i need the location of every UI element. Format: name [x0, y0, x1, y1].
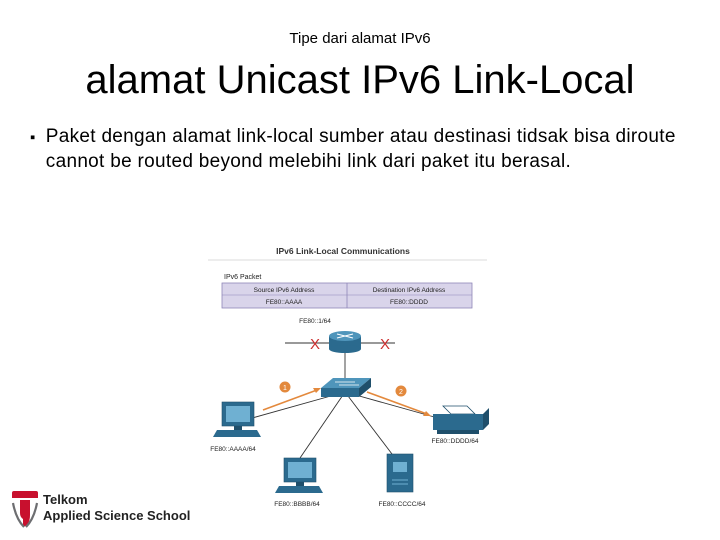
- source-address-value: FE80::AAAA: [266, 299, 303, 306]
- logo-school-name: Applied Science School: [43, 508, 191, 523]
- step-1-path: [262, 389, 318, 411]
- step-2-path: [366, 391, 428, 415]
- bullet-square-icon: ▪: [30, 129, 36, 146]
- destination-address-value: FE80::DDDD: [390, 299, 428, 306]
- telkom-emblem-icon: [11, 491, 39, 528]
- step-2-arrowhead: [423, 411, 431, 416]
- network-links: [244, 342, 446, 459]
- printer-icon: [433, 405, 489, 434]
- router-icon: [329, 331, 361, 353]
- step-1-badge: [279, 381, 291, 393]
- slide-subtitle: Tipe dari alamat IPv6: [289, 30, 431, 47]
- pc-icon-b: [275, 457, 323, 493]
- slide-title: alamat Unicast IPv6 Link-Local: [85, 58, 635, 102]
- pc-icon-a: [213, 401, 261, 437]
- host-c-address: FE80::CCCC/64: [379, 501, 426, 508]
- blocked-right-mark: X: [380, 336, 390, 353]
- telkom-logo: Telkom Applied Science School: [10, 489, 200, 529]
- ipv6-packet: [221, 282, 473, 309]
- host-a-address: FE80::AAAA/64: [210, 446, 256, 453]
- host-d-address: FE80::DDDD/64: [432, 438, 479, 445]
- diagram-title: IPv6 Link-Local Communications: [276, 246, 410, 256]
- step-2-badge: [395, 385, 407, 397]
- step-2-number: 2: [399, 389, 403, 396]
- link-local-diagram: IPv6 Link-Local Communications IPv6 Pack…: [208, 246, 489, 508]
- bullet-item: ▪ Paket dengan alamat link-local sumber …: [30, 124, 700, 174]
- switch-icon: [321, 378, 371, 397]
- source-address-header: Source IPv6 Address: [254, 287, 315, 294]
- blocked-left-mark: X: [310, 336, 320, 353]
- host-b-address: FE80::BBBB/64: [274, 501, 320, 508]
- router-address-label: FE80::1/64: [299, 318, 331, 325]
- logo-brand-name: Telkom: [43, 492, 88, 507]
- step-1-number: 1: [283, 385, 287, 392]
- server-icon: [386, 453, 414, 493]
- bullet-text: Paket dengan alamat link-local sumber at…: [45, 126, 676, 172]
- packet-label: IPv6 Packet: [224, 274, 261, 281]
- step-1-arrowhead: [313, 388, 321, 393]
- destination-address-header: Destination IPv6 Address: [373, 287, 446, 294]
